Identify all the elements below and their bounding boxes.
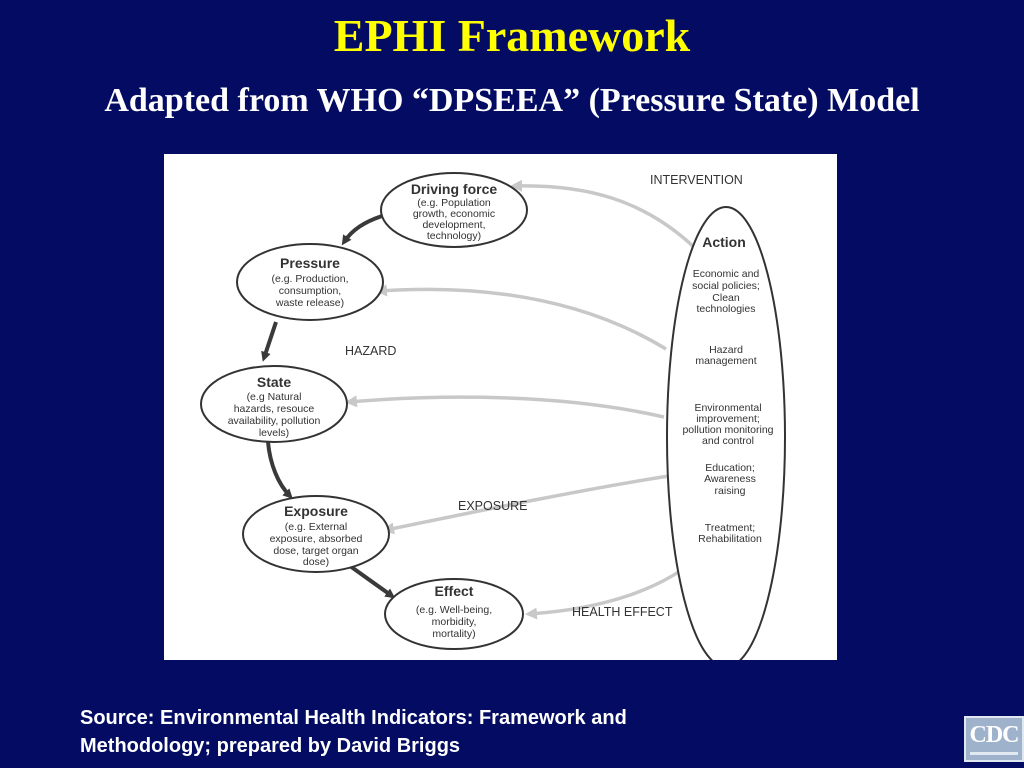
label-intervention: INTERVENTION — [650, 173, 743, 187]
slide-title: EPHI Framework — [333, 10, 691, 61]
exposure-line-2: exposure, absorbed — [270, 533, 363, 545]
state-title: State — [257, 374, 291, 390]
action-education-line-3: raising — [715, 485, 746, 497]
label-exposure: EXPOSURE — [458, 499, 527, 513]
node-exposure — [242, 495, 390, 573]
action-treatment-line-1: Treatment; — [705, 522, 755, 534]
state-line-1: (e.g Natural — [247, 391, 302, 403]
action-education-line-1: Education; — [705, 462, 755, 474]
arrow-driving-force-to-pressure — [341, 214, 383, 246]
state-line-4: levels) — [259, 427, 289, 439]
pressure-line-1: (e.g. Production, — [271, 273, 348, 285]
node-pressure — [236, 243, 384, 321]
action-economic-line-4: technologies — [697, 303, 756, 315]
cdc-logo-text: CDC — [969, 722, 1020, 748]
driving-force-line-3: development, — [422, 219, 485, 231]
source-line-1: Source: Environmental Health Indicators:… — [80, 707, 627, 729]
feedback-arrow-state — [345, 395, 665, 419]
action-treatment-line-2: Rehabilitation — [698, 533, 762, 545]
action-economic-line-1: Economic and — [693, 268, 760, 280]
dpseea-diagram: Driving force (e.g. Population growth, e… — [164, 154, 837, 660]
action-hazard-line-2: management — [695, 355, 756, 367]
pressure-title: Pressure — [280, 255, 340, 271]
feedback-arrow-pressure — [375, 284, 667, 351]
action-title: Action — [702, 234, 746, 250]
action-education-line-2: Awareness — [704, 473, 756, 485]
action-environmental-line-4: and control — [702, 435, 754, 447]
feedback-arrow-exposure — [382, 474, 670, 535]
pressure-line-3: waste release) — [275, 297, 344, 309]
driving-force-line-2: growth, economic — [413, 208, 495, 220]
diagram-canvas: Driving force (e.g. Population growth, e… — [200, 172, 786, 660]
action-environmental-line-3: pollution monitoring — [682, 424, 773, 436]
exposure-title: Exposure — [284, 503, 348, 519]
action-environmental-line-2: improvement; — [696, 413, 760, 425]
arrow-state-to-exposure — [266, 441, 293, 499]
driving-force-line-4: technology) — [427, 230, 481, 242]
exposure-line-4: dose) — [303, 556, 329, 568]
node-action — [666, 206, 786, 660]
feedback-arrow-driving-force — [510, 179, 698, 251]
effect-line-1: (e.g. Well-being, — [416, 604, 492, 616]
state-line-2: hazards, resouce — [234, 403, 315, 415]
label-hazard: HAZARD — [345, 344, 396, 358]
cdc-logo: CDC — [964, 716, 1024, 762]
node-driving-force — [380, 172, 528, 248]
source-line-2: Methodology; prepared by David Briggs — [80, 735, 461, 757]
exposure-line-1: (e.g. External — [285, 521, 347, 533]
effect-line-2: morbidity, — [432, 616, 477, 628]
cdc-logo-strip — [970, 752, 1018, 755]
arrow-exposure-to-effect — [348, 564, 396, 599]
effect-line-3: mortality) — [432, 628, 475, 640]
pressure-line-2: consumption, — [279, 285, 341, 297]
driving-force-title: Driving force — [411, 181, 498, 197]
arrow-pressure-to-state — [261, 321, 278, 362]
node-state — [200, 365, 348, 443]
action-environmental-line-1: Environmental — [694, 402, 761, 414]
driving-force-line-1: (e.g. Population — [417, 197, 491, 209]
node-effect — [384, 578, 524, 650]
slide-subtitle: Adapted from WHO “DPSEEA” (Pressure Stat… — [104, 82, 920, 119]
state-line-3: availability, pollution — [228, 415, 321, 427]
effect-title: Effect — [435, 583, 474, 599]
exposure-line-3: dose, target organ — [273, 545, 358, 557]
action-economic-line-2: social policies; — [692, 280, 760, 292]
source-citation: Source: Environmental Health Indicators:… — [80, 704, 840, 760]
label-health-effect: HEALTH EFFECT — [572, 605, 673, 619]
action-economic-line-3: Clean — [712, 292, 740, 304]
action-hazard-line-1: Hazard — [709, 344, 743, 356]
